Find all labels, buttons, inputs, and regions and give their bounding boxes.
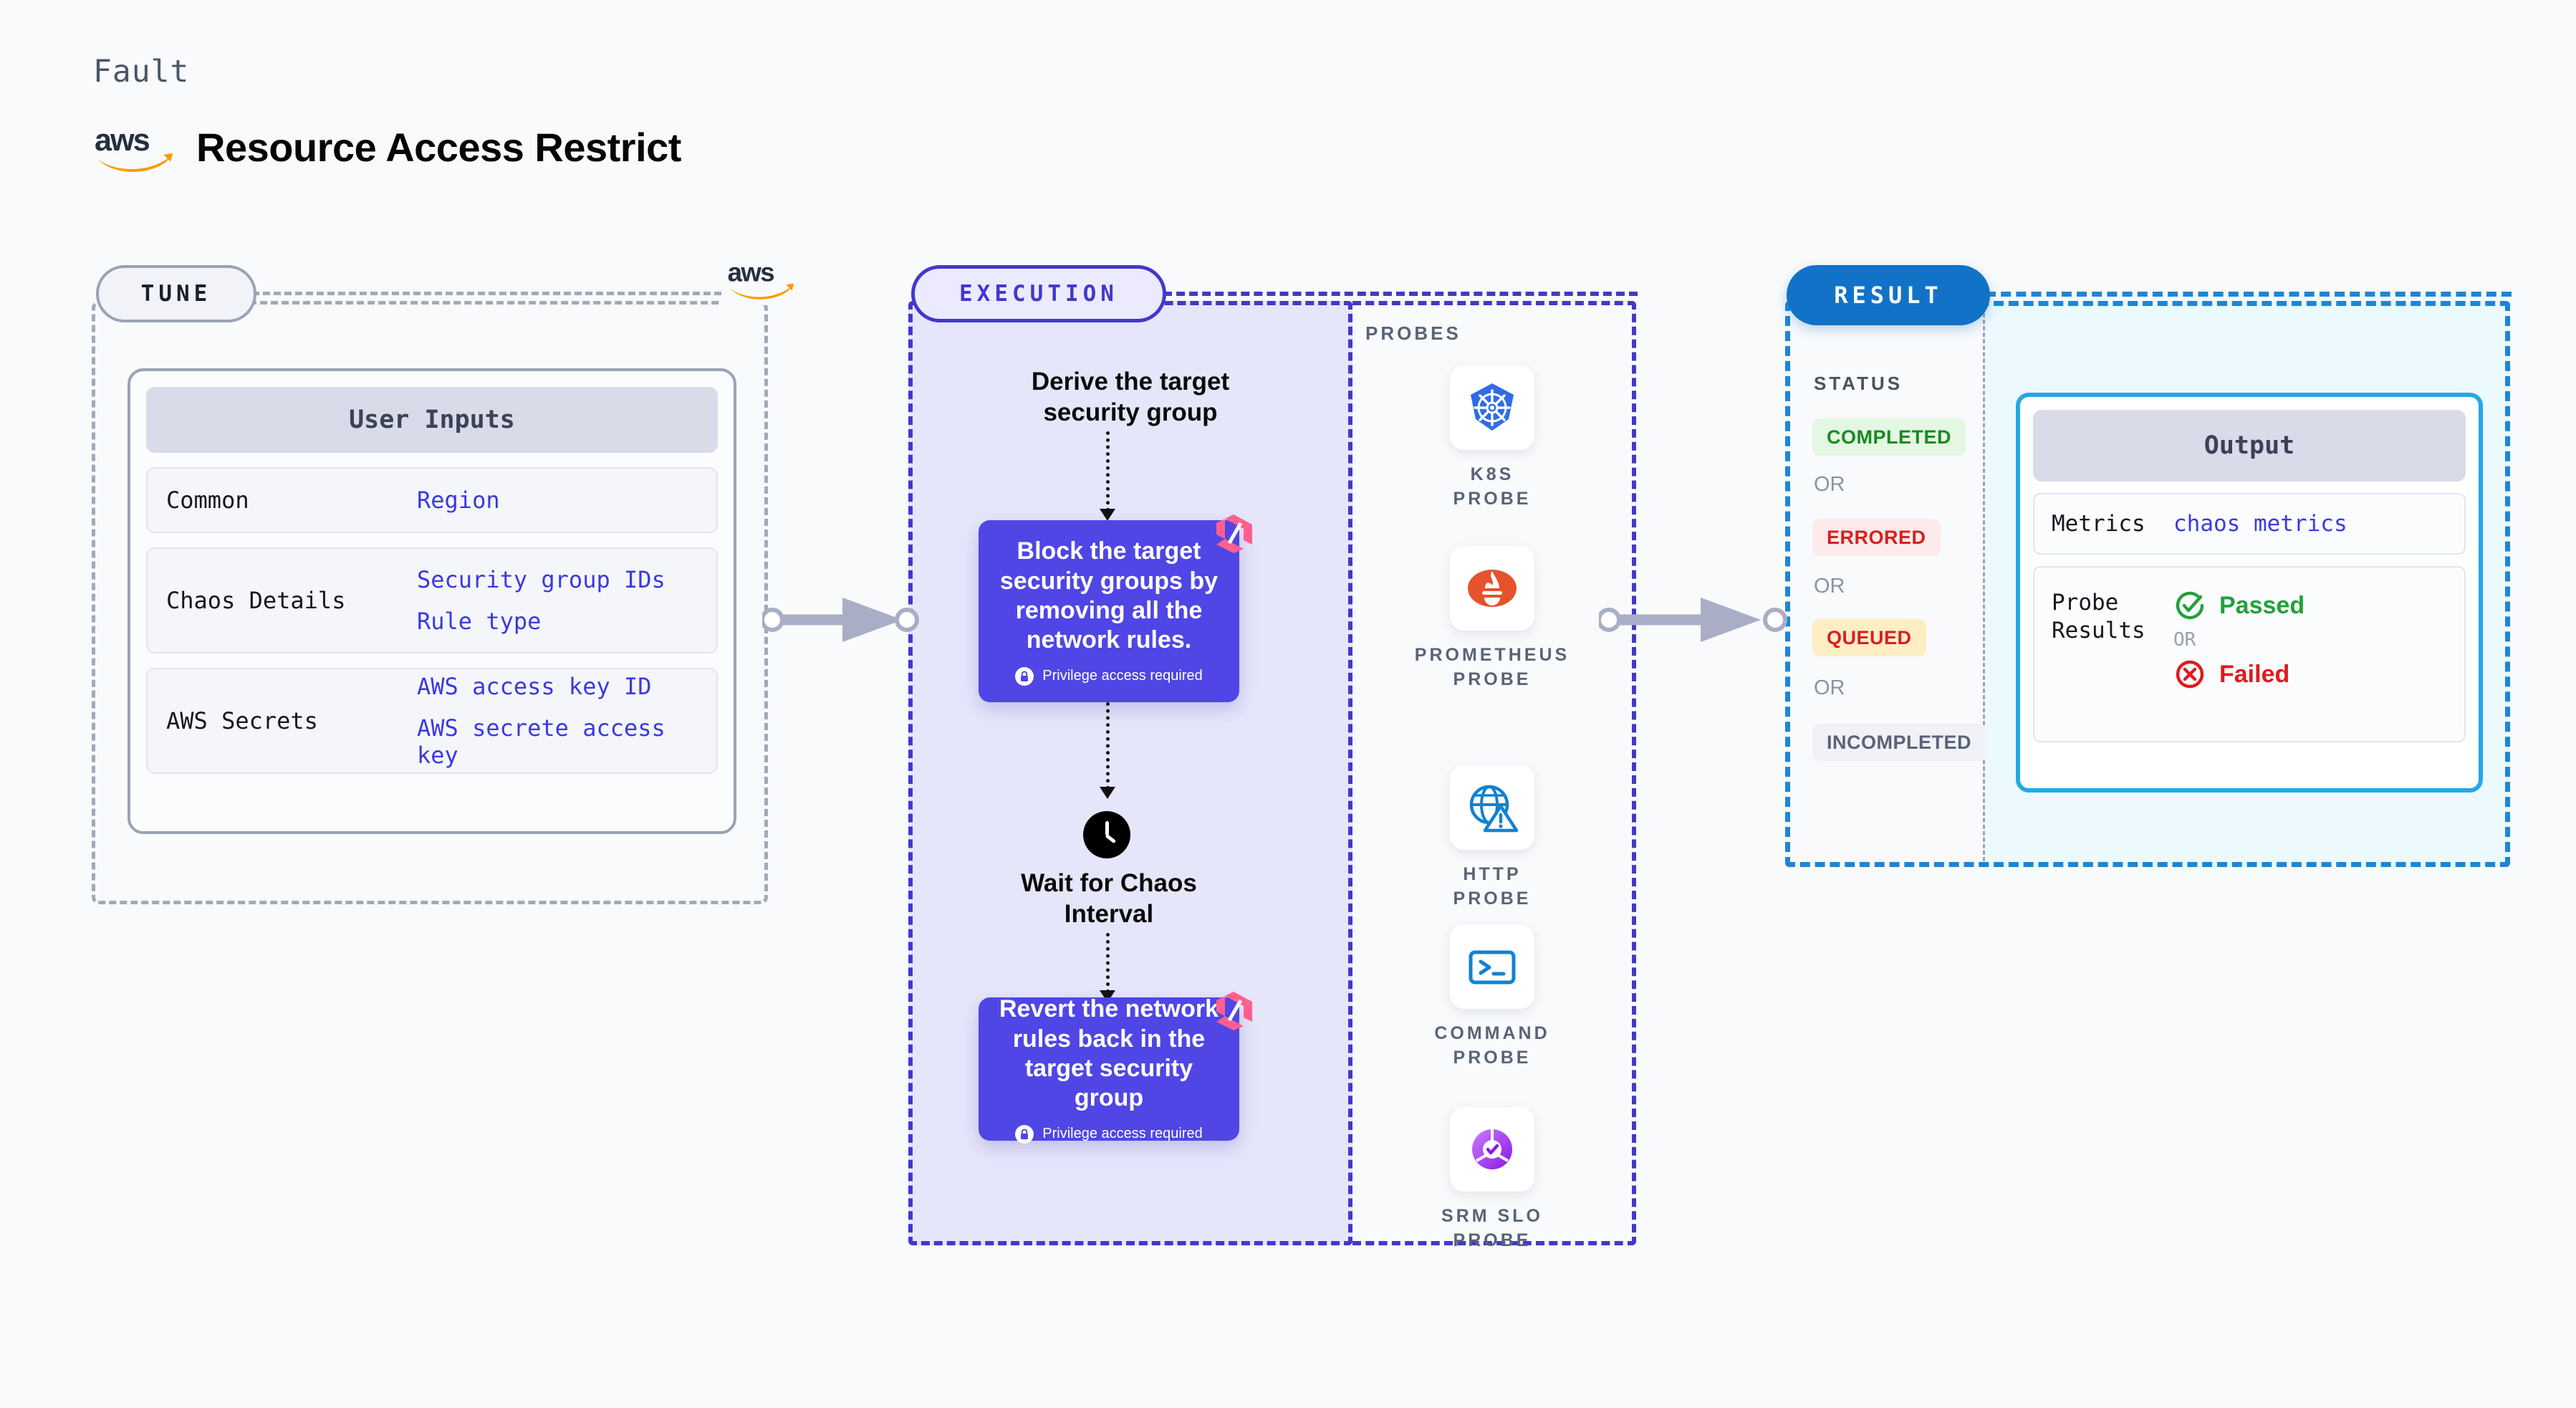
arrow-right-icon	[760, 598, 919, 642]
harness-logo-icon	[1216, 514, 1252, 553]
status-label: STATUS	[1814, 373, 1903, 394]
probe-result-passed: Passed	[2173, 589, 2305, 622]
probes-panel	[1352, 301, 1636, 1245]
lock-icon	[1015, 666, 1034, 686]
tune-top-connector-line	[252, 292, 754, 295]
connector-tune-to-execution	[760, 588, 927, 656]
kubernetes-icon	[1450, 365, 1534, 450]
svg-text:aws: aws	[728, 257, 774, 287]
row-value: Region	[417, 487, 500, 514]
table-row: Chaos Details Security group IDs Rule ty…	[146, 547, 718, 653]
passed-label: Passed	[2219, 591, 2305, 619]
output-probe-results-row: Probe Results Passed OR Faile	[2033, 566, 2466, 742]
x-circle-icon	[2176, 660, 2204, 689]
flow-arrow-icon	[1100, 787, 1115, 799]
status-badge: COMPLETED	[1812, 418, 1966, 456]
output-probe-results-key: Probe Results	[2052, 590, 2145, 643]
probe-http[interactable]: HTTP PROBE	[1428, 765, 1557, 911]
failed-label: Failed	[2219, 660, 2290, 688]
flow-arrow-icon	[1100, 509, 1115, 521]
probe-command[interactable]: COMMAND PROBE	[1428, 924, 1557, 1071]
execution-top-connector-line	[1163, 292, 1638, 296]
execution-step-wait: Wait for Chaos Interval	[1021, 869, 1197, 928]
page-title-row: aws Resource Access Restrict	[93, 122, 681, 173]
probe-label: K8S PROBE	[1453, 464, 1532, 509]
fault-card-title: Revert the network rules back in the tar…	[999, 995, 1219, 1112]
terminal-icon	[1450, 924, 1534, 1009]
result-panel	[1785, 301, 2510, 867]
privilege-note: Privilege access required	[1015, 666, 1203, 686]
table-row: Common Region	[146, 467, 718, 533]
page-kicker: Fault	[93, 54, 190, 90]
probe-label: PROMETHEUS PROBE	[1414, 645, 1570, 689]
or-separator: OR	[2173, 629, 2196, 651]
execution-fault-card-revert[interactable]: Revert the network rules back in the tar…	[979, 995, 1239, 1144]
clock-icon	[1083, 811, 1130, 858]
result-pill[interactable]: RESULT	[1787, 265, 1990, 325]
tune-pill[interactable]: TUNE	[96, 265, 256, 322]
output-metrics-value: chaos metrics	[2173, 511, 2347, 537]
probes-label: PROBES	[1365, 322, 1461, 344]
output-metrics-key: Metrics	[2052, 510, 2145, 537]
lock-icon	[1015, 1124, 1034, 1144]
status-badge: QUEUED	[1812, 619, 1926, 656]
output-card: Output Metrics chaos metrics Probe Resul…	[2016, 393, 2483, 792]
probe-srm-slo[interactable]: SRM SLO PROBE	[1428, 1107, 1557, 1253]
user-inputs-title: User Inputs	[146, 387, 718, 453]
harness-logo-icon	[1216, 992, 1252, 1030]
execution-pill[interactable]: EXECUTION	[911, 265, 1166, 322]
probe-prometheus[interactable]: PROMETHEUS PROBE	[1415, 546, 1567, 692]
tune-panel	[92, 301, 768, 904]
page-title: Resource Access Restrict	[196, 125, 681, 170]
privilege-note-text: Privilege access required	[1042, 1126, 1203, 1142]
flow-line	[1106, 431, 1110, 512]
probe-k8s[interactable]: K8S PROBE	[1428, 365, 1557, 512]
privilege-note-text: Privilege access required	[1042, 668, 1203, 684]
probe-result-failed: Failed	[2173, 658, 2305, 691]
result-divider	[1983, 307, 1985, 861]
or-separator: OR	[1814, 575, 1845, 598]
status-badge: ERRORED	[1812, 519, 1941, 556]
row-key: Chaos Details	[166, 587, 346, 614]
row-value: AWS access key ID	[417, 673, 652, 700]
flow-line	[1106, 933, 1110, 993]
execution-fault-card-block[interactable]: Block the target security groups by remo…	[979, 520, 1239, 702]
tune-aws-logo-icon: aws	[722, 252, 802, 305]
execution-step-derive: Derive the target security group	[1031, 368, 1230, 426]
output-title: Output	[2033, 410, 2466, 482]
fault-card-title: Block the target security groups by remo…	[999, 537, 1219, 654]
connector-execution-to-result	[1597, 588, 1807, 656]
check-circle-icon	[2176, 591, 2204, 620]
output-metrics-row: Metrics chaos metrics	[2033, 493, 2466, 555]
svg-text:aws: aws	[95, 123, 150, 158]
probe-label: SRM SLO PROBE	[1441, 1206, 1543, 1250]
row-key: AWS Secrets	[166, 707, 318, 734]
table-row: AWS Secrets AWS access key ID AWS secret…	[146, 668, 718, 774]
or-separator: OR	[1814, 676, 1845, 699]
user-inputs-card: User Inputs Common Region Chaos Details …	[128, 368, 736, 834]
slo-donut-icon	[1450, 1107, 1534, 1192]
flow-line	[1106, 702, 1110, 790]
probe-label: COMMAND PROBE	[1434, 1023, 1550, 1068]
arrow-right-icon	[1597, 598, 1787, 642]
aws-logo-icon: aws	[93, 122, 178, 173]
row-value: Rule type	[417, 608, 542, 635]
probe-label: HTTP PROBE	[1453, 864, 1532, 909]
or-separator: OR	[1814, 473, 1845, 496]
result-top-connector-line	[1986, 292, 2512, 297]
row-key: Common	[166, 487, 249, 514]
status-badge: INCOMPLETED	[1812, 724, 1986, 761]
row-value: Security group IDs	[417, 566, 665, 593]
row-value: AWS secrete access key	[417, 714, 665, 769]
prometheus-icon	[1450, 546, 1534, 631]
privilege-note: Privilege access required	[1015, 1124, 1203, 1144]
globe-alert-icon	[1450, 765, 1534, 850]
